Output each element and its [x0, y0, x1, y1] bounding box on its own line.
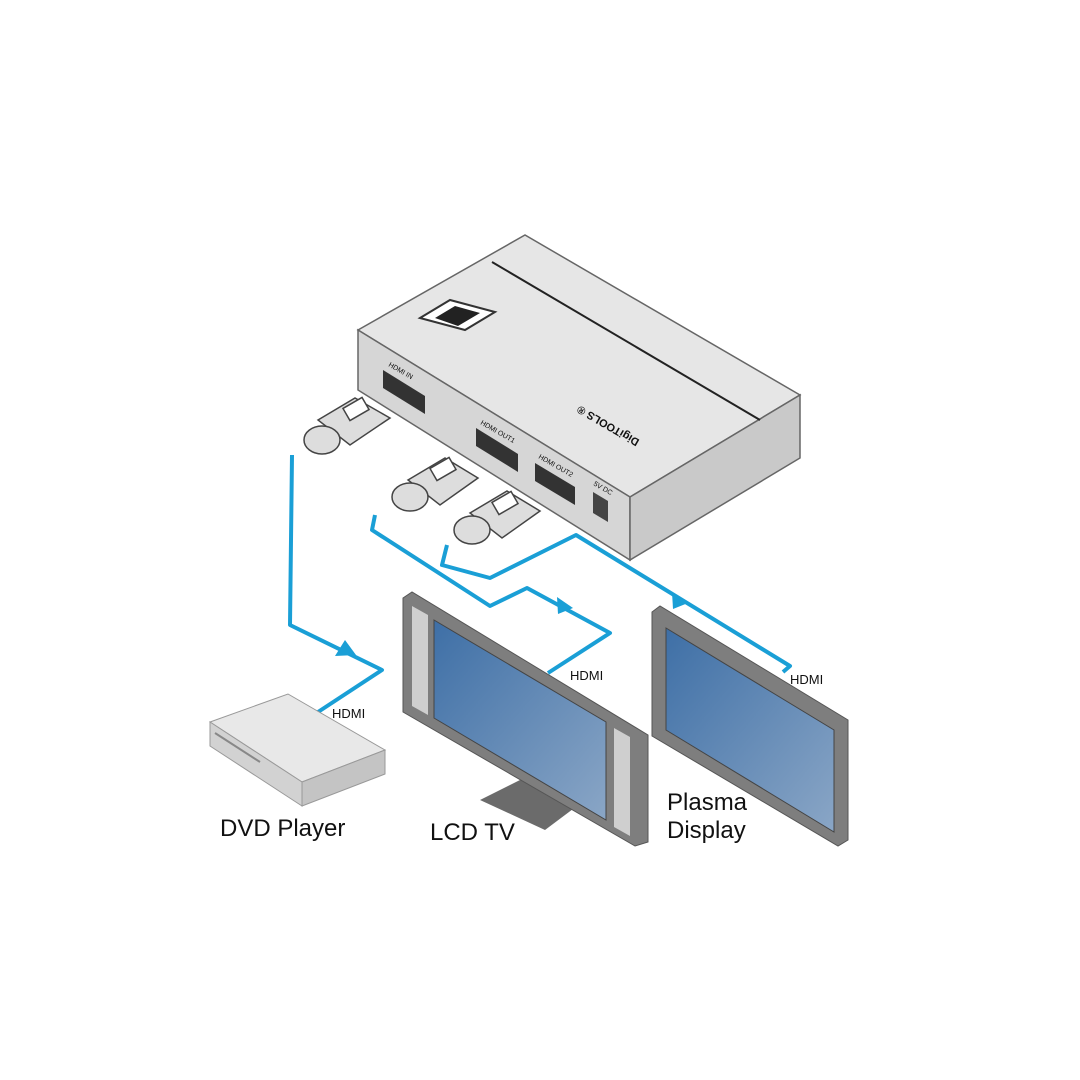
kramer-logo: [417, 298, 498, 332]
lcd-screen: [433, 619, 607, 821]
dvd-cable: [288, 454, 384, 714]
arrow-icon: [557, 597, 573, 614]
arrows: [335, 592, 688, 656]
splitter-device: DigiTOOLS ® HDMI IN HDMI OUT1 HDMI OUT2 …: [356, 234, 802, 562]
dvd-player-label: DVD Player: [220, 815, 345, 842]
plasma-display: [651, 605, 849, 847]
plasma-label-line2: Display: [667, 817, 746, 844]
lcd-tv: [402, 591, 649, 847]
plasma-cable: [440, 533, 792, 674]
arrow-icon: [672, 592, 688, 609]
plasma-label-line1: Plasma: [667, 789, 748, 816]
cables: [288, 454, 792, 714]
lcd-cable: [370, 514, 612, 675]
plasma-cable-label: HDMI: [790, 672, 823, 687]
dvd-player: [208, 693, 387, 807]
arrow-icon: [335, 640, 356, 656]
hdmi-connectors: [303, 396, 542, 545]
lcd-cable-label: HDMI: [570, 668, 603, 683]
dvd-cable-label: HDMI: [332, 706, 365, 721]
lcd-tv-label: LCD TV: [430, 819, 515, 846]
plasma-screen: [665, 627, 835, 833]
